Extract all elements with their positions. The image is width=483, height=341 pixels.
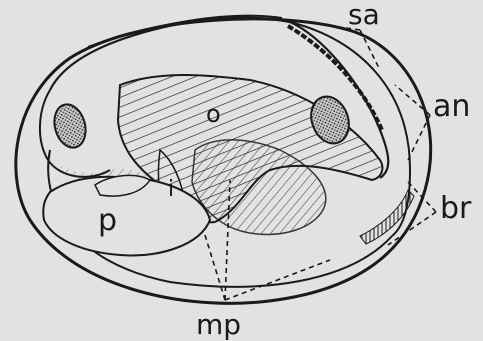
label-br: br xyxy=(440,191,472,226)
label-o: o xyxy=(206,100,221,128)
label-p: p xyxy=(98,203,117,238)
gill-fringe xyxy=(360,190,414,244)
label-i: i xyxy=(168,177,174,202)
leader-mp-3 xyxy=(225,260,330,300)
label-mp: mp xyxy=(196,308,241,341)
label-an: an xyxy=(433,89,470,124)
anterior-adductor-scar xyxy=(50,101,90,151)
label-sa: sa xyxy=(348,0,380,31)
leader-mp-1 xyxy=(205,235,225,300)
